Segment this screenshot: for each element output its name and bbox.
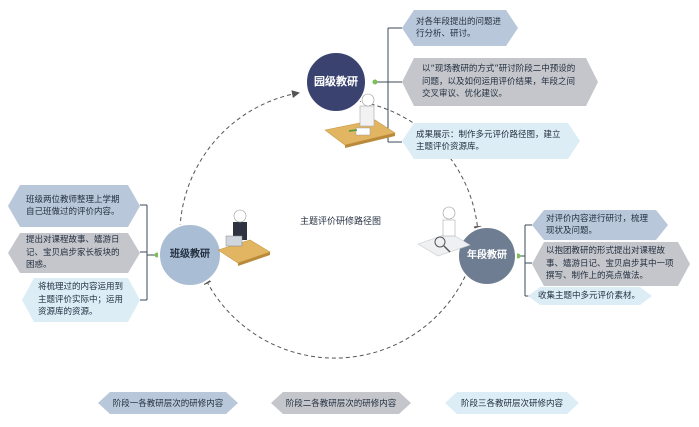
class-stage1-box: 班级两位教师整理上学期自己班做过的评价内容。 <box>8 185 140 227</box>
garden-connector-dot <box>372 79 378 85</box>
class-connector <box>140 204 155 301</box>
class-circle-label: 班级教研 <box>170 248 210 260</box>
grade-circle <box>457 226 517 286</box>
legend-stage3: 阶段三各教研层次研修内容 <box>445 392 579 414</box>
cycle-arrow-grade-to-class <box>204 269 469 359</box>
class-circle <box>158 223 222 287</box>
grade-stage3-box: 收集主题中多元评价素材。 <box>528 287 652 305</box>
garden-circle-label: 园级教研 <box>314 74 358 88</box>
garden-stage1-box: 对各年段提出的问题进行分析、研讨。 <box>402 10 518 46</box>
legend-stage2: 阶段二各教研层次的研修内容 <box>271 392 411 414</box>
grade-stage1-box: 对评价内容进行研讨，梳理现状及问题。 <box>532 210 668 240</box>
garden-stage2-box: 以“现场教研的方式”研讨阶段二中预设的问题，以及如何运用评价结果，年段之间交叉审… <box>402 58 598 106</box>
legend-stage1: 阶段一各教研层次的研修内容 <box>98 392 238 414</box>
class-stage2-box: 提出对课程故事、嬉游日记、宝贝启步家长板块的困惑。 <box>8 233 140 273</box>
class-stage3-box: 将梳理过的内容运用到主题评价实际中；运用资源库的资源。 <box>22 278 140 322</box>
grade-stage2-box: 以抱团教研的形式提出对课程故事、嬉游日记、宝贝启步其中一项撰写、制作上的亮点做法… <box>532 242 690 286</box>
grade-circle-label: 年段教研 <box>467 249 507 261</box>
cycle-arrow-class-to-garden <box>179 90 300 229</box>
grade-desk-illustration <box>417 206 471 257</box>
garden-circle <box>305 51 367 113</box>
class-desk-illustration <box>217 209 271 266</box>
garden-desk-illustration <box>324 93 396 148</box>
garden-stage3-box: 成果展示：制作多元评价路径图，建立主题评价资源库。 <box>402 123 580 159</box>
center-title: 主题评价研修路径图 <box>300 217 382 227</box>
grade-connector <box>515 224 532 297</box>
